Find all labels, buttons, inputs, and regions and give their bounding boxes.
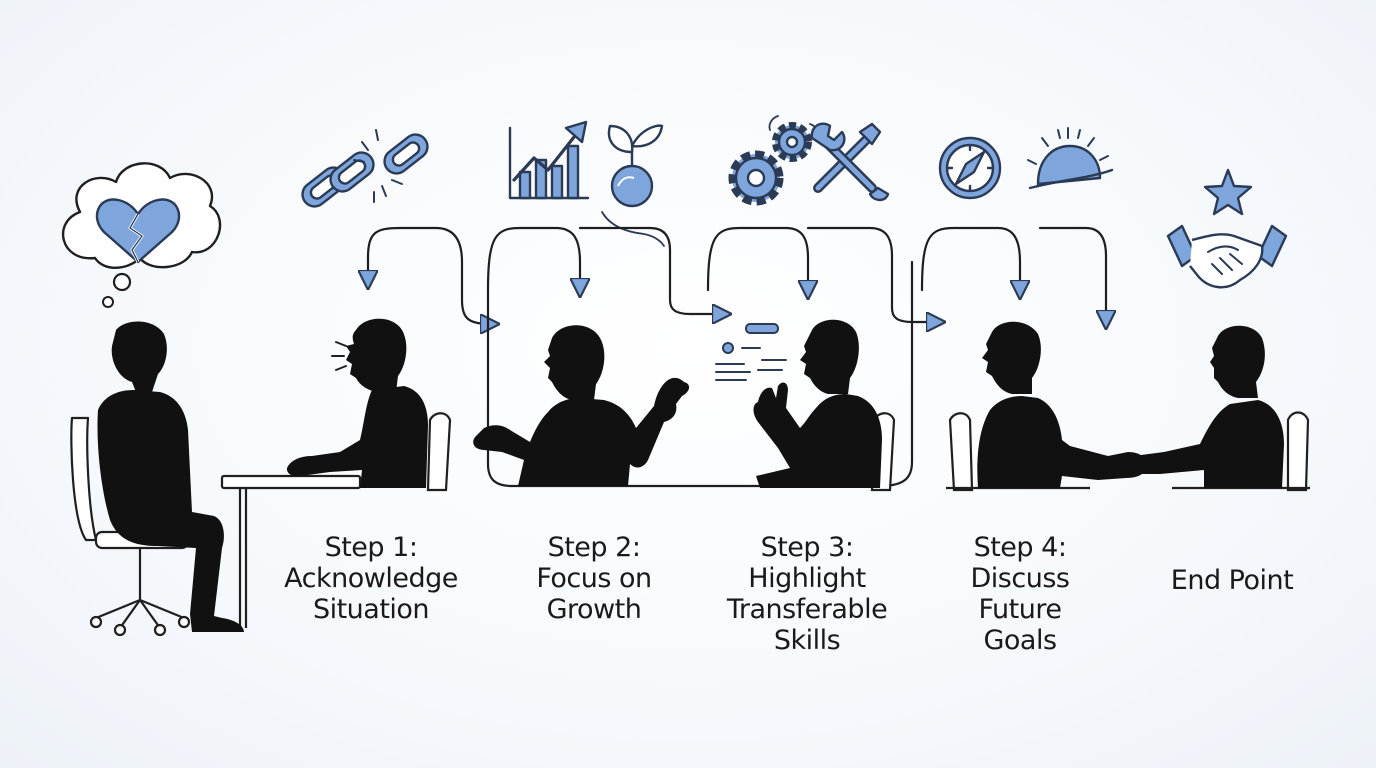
sprout-icon (601, 124, 665, 247)
chair-back-6 (1286, 411, 1310, 492)
sunrise-icon (1027, 127, 1114, 190)
chat-snippets (715, 323, 787, 381)
step-1-line-2: Situation (312, 594, 430, 625)
step-1-title: Step 1: (324, 532, 418, 563)
compass-icon (938, 136, 1002, 200)
step-3-line-3: Skills (773, 625, 841, 656)
step-2-label: Step 2: Focus on Growth (494, 532, 694, 625)
growth-chart-icon (508, 120, 590, 200)
step-4-line-3: Goals (983, 625, 1057, 656)
interviewer-2-silhouette (473, 325, 690, 486)
step-2-line-1: Focus on (536, 563, 652, 594)
step-1-line-1: Acknowledge (284, 563, 458, 594)
step-4-line-1: Discuss (970, 563, 1070, 594)
desk (220, 474, 362, 628)
interviewer-1-silhouette (286, 318, 428, 488)
flow-connectors (368, 226, 1106, 488)
handshake-left-silhouette (977, 321, 1147, 488)
step-4-label: Step 4: Discuss Future Goals (920, 532, 1120, 656)
handshake-icon (1166, 224, 1288, 289)
broken-heart-icon (95, 198, 181, 264)
step-3-title: Step 3: (760, 532, 854, 563)
star-icon (1203, 168, 1253, 216)
candidate-silhouette (97, 321, 244, 632)
step-2-line-2: Growth (546, 594, 642, 625)
speech-lines (331, 341, 347, 371)
thought-bubble (62, 162, 222, 308)
interviewer-3-silhouette (753, 319, 882, 488)
step-4-line-2: Future (978, 594, 1062, 625)
step-1-label: Step 1: Acknowledge Situation (271, 532, 471, 625)
step-3-label: Step 3: Highlight Transferable Skills (707, 532, 907, 656)
chair-back-2 (426, 412, 452, 492)
step-4-title: Step 4: (973, 532, 1067, 563)
gears-icon (728, 115, 820, 206)
chair-back-5 (948, 412, 974, 492)
handshake-right-silhouette (1124, 325, 1284, 488)
step-3-line-2: Transferable (726, 594, 888, 625)
broken-chain-icon (301, 129, 429, 208)
tools-icon (810, 122, 890, 202)
step-2-title: Step 2: (547, 532, 641, 563)
end-point-line-1: End Point (1170, 565, 1294, 596)
step-3-line-1: Highlight (748, 563, 866, 594)
end-point-label: End Point (1132, 565, 1332, 596)
